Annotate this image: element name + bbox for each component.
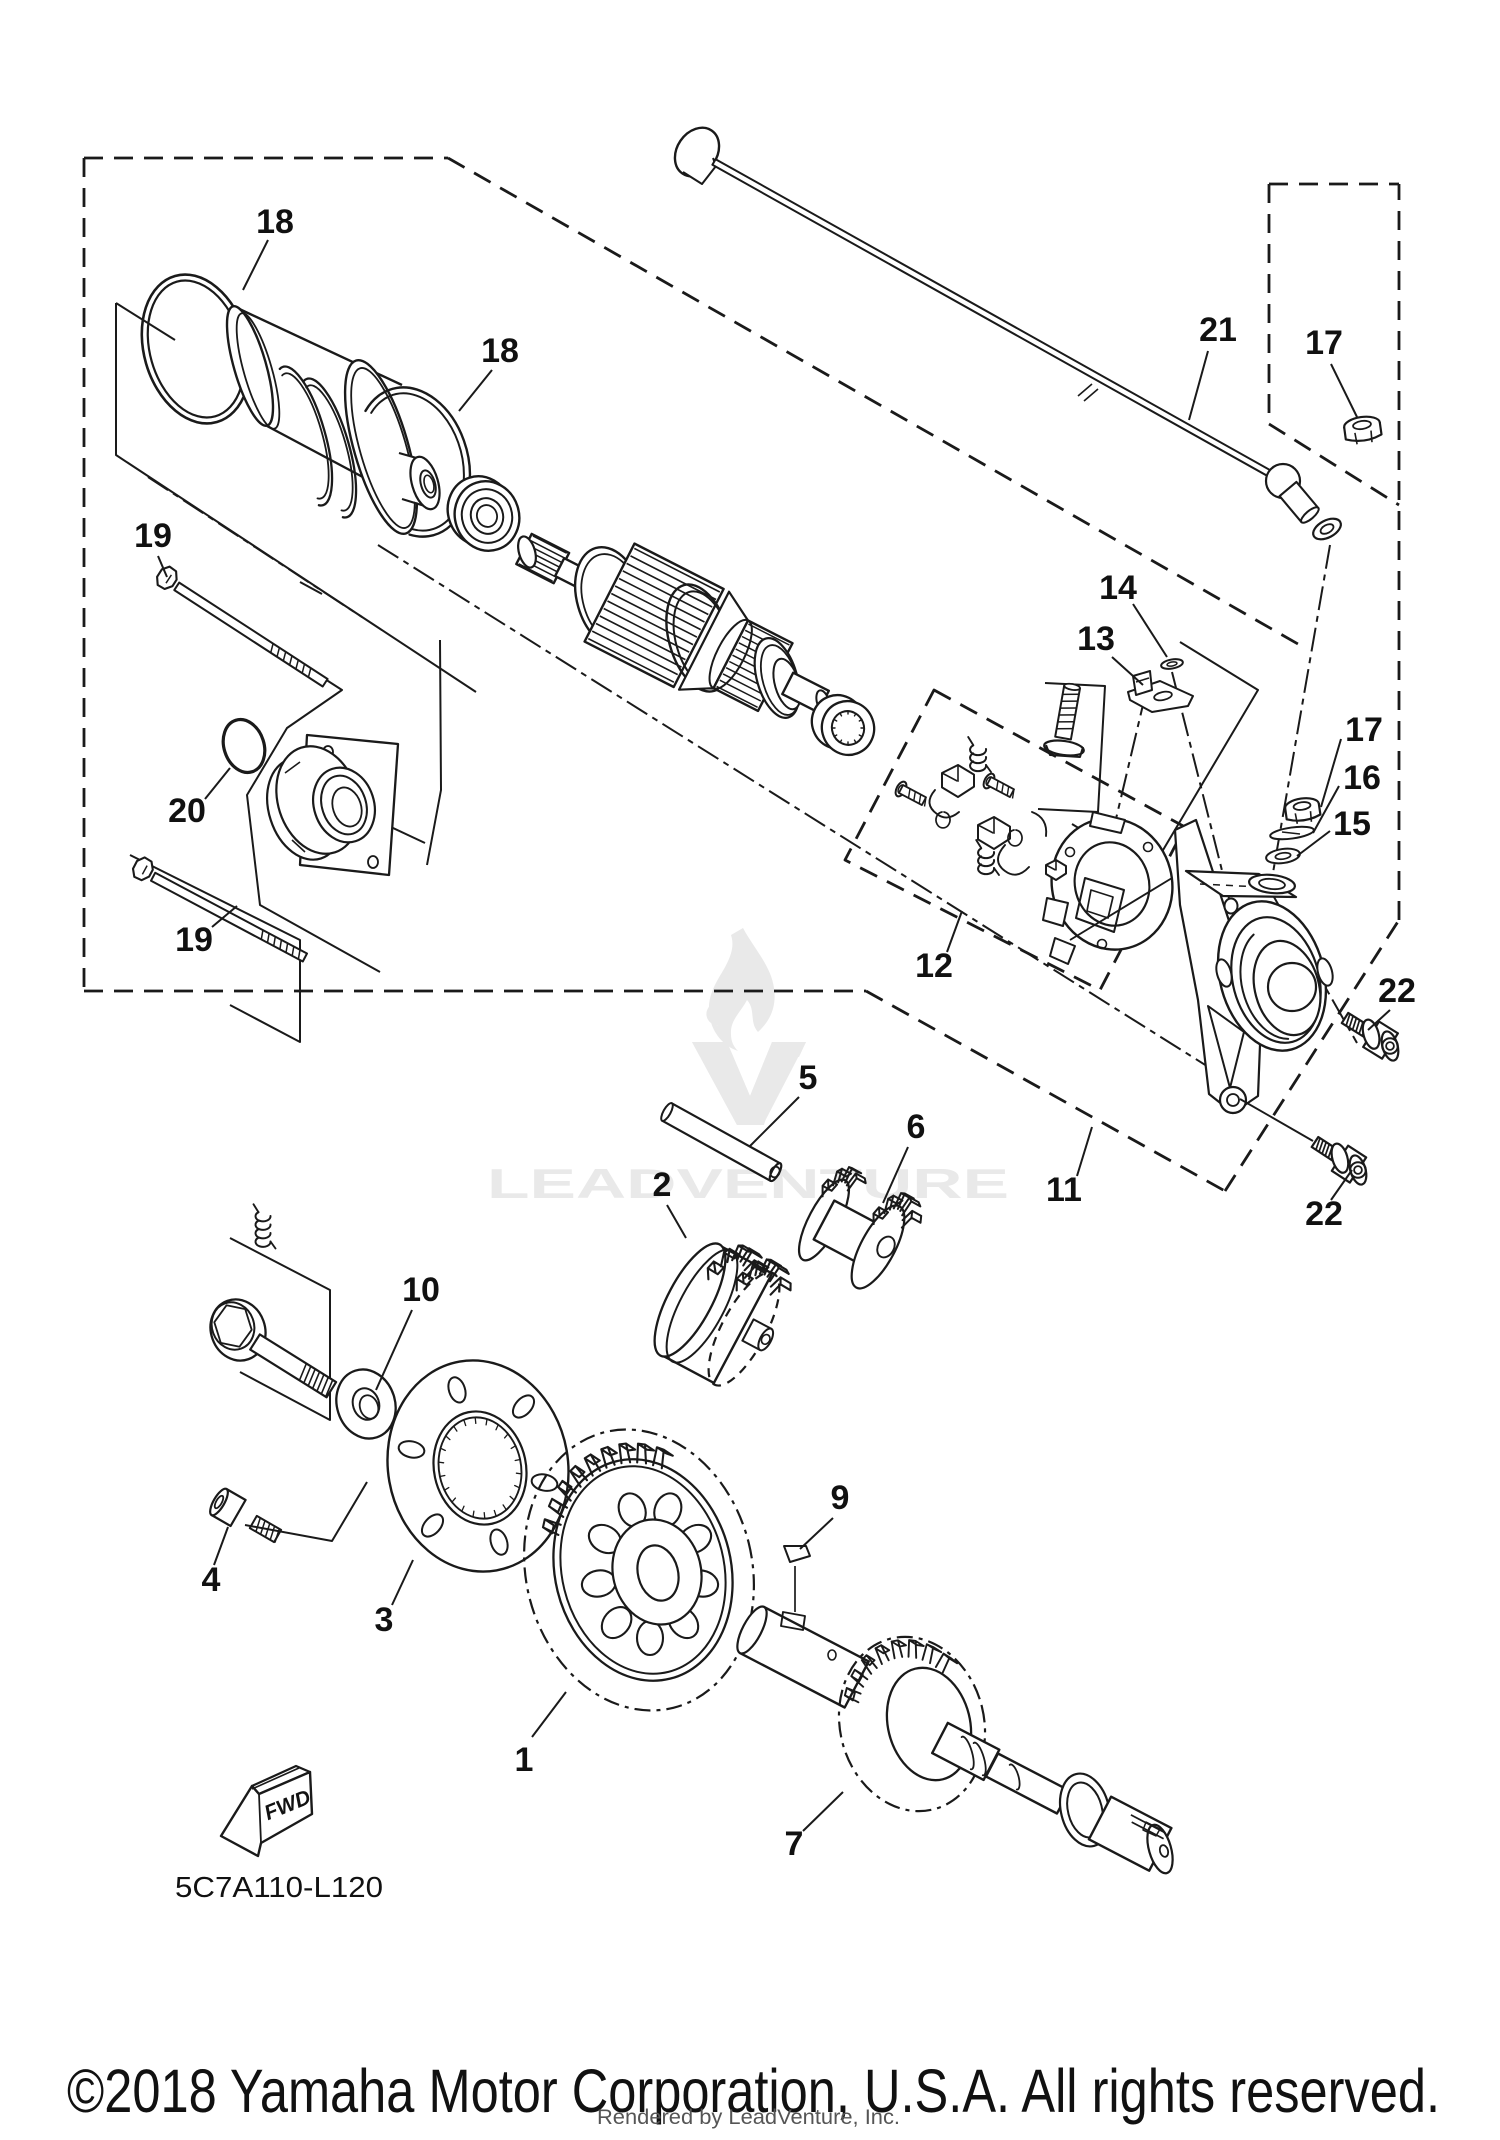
- svg-text:14: 14: [1099, 569, 1137, 607]
- svg-text:3: 3: [375, 1601, 394, 1639]
- svg-text:15: 15: [1333, 805, 1371, 843]
- svg-text:4: 4: [202, 1561, 221, 1599]
- svg-text:19: 19: [134, 517, 172, 555]
- svg-text:9: 9: [831, 1479, 850, 1517]
- svg-text:6: 6: [907, 1108, 926, 1146]
- svg-text:18: 18: [481, 332, 519, 370]
- svg-text:1: 1: [515, 1741, 534, 1779]
- svg-text:12: 12: [915, 947, 953, 985]
- svg-text:21: 21: [1199, 311, 1237, 349]
- svg-text:11: 11: [1046, 1171, 1082, 1209]
- svg-text:18: 18: [256, 203, 294, 241]
- svg-text:20: 20: [168, 792, 206, 830]
- svg-text:22: 22: [1378, 972, 1416, 1010]
- svg-text:Rendered by LeadVenture, Inc.: Rendered by LeadVenture, Inc.: [597, 2106, 900, 2129]
- svg-text:2: 2: [653, 1166, 672, 1204]
- svg-text:13: 13: [1077, 620, 1115, 658]
- svg-text:7: 7: [785, 1825, 804, 1863]
- svg-text:16: 16: [1343, 759, 1381, 797]
- svg-text:17: 17: [1305, 324, 1343, 362]
- svg-text:17: 17: [1345, 711, 1383, 749]
- svg-text:19: 19: [175, 921, 213, 959]
- svg-text:10: 10: [402, 1271, 440, 1309]
- svg-text:5C7A110-L120: 5C7A110-L120: [175, 1872, 383, 1904]
- svg-text:22: 22: [1305, 1195, 1343, 1233]
- svg-text:5: 5: [799, 1059, 818, 1097]
